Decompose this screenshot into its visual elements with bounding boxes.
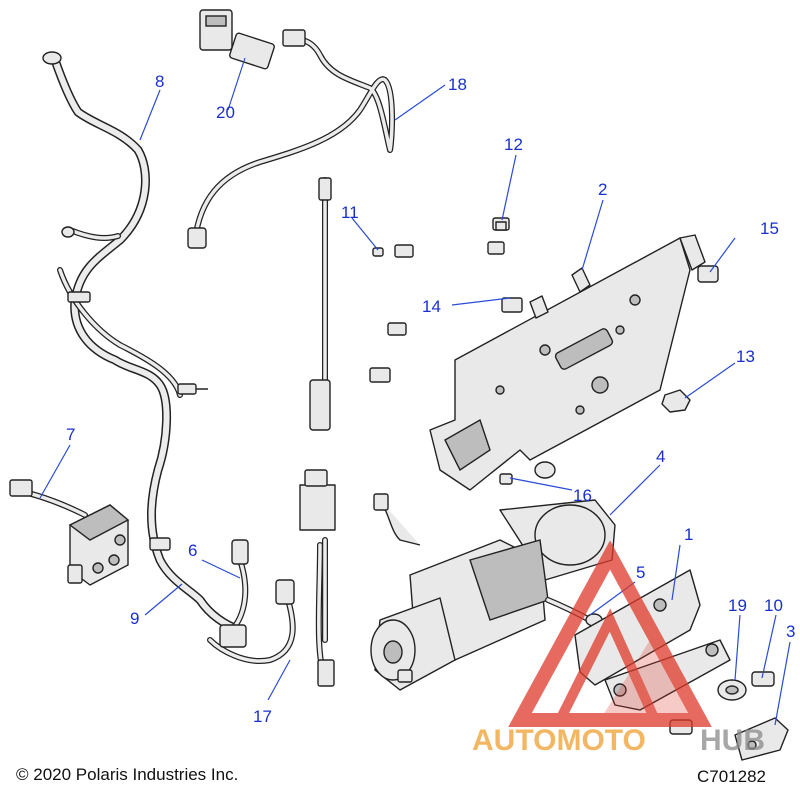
bolt-14b	[487, 241, 505, 255]
winch-4	[370, 493, 616, 691]
callout-3: 3	[786, 622, 795, 641]
callout-6: 6	[188, 541, 197, 560]
drawing-code: C701282	[697, 767, 766, 786]
clip-2b	[529, 295, 549, 319]
washer-19	[717, 679, 747, 701]
mounting-plate-2	[429, 234, 706, 491]
clip-2	[571, 267, 591, 293]
callout-20: 20	[216, 103, 235, 122]
callout-7: 7	[66, 425, 75, 444]
callout-18: 18	[448, 75, 467, 94]
vertical-harness-17	[207, 177, 336, 687]
harness-cable-8	[42, 51, 245, 635]
callout-2: 2	[598, 180, 607, 199]
contactor-7	[9, 479, 130, 586]
copyright-text: © 2020 Polaris Industries Inc.	[16, 765, 238, 784]
plate-3	[734, 717, 789, 761]
nut-13	[661, 389, 691, 413]
callout-19: 19	[728, 596, 747, 615]
bolt-14e	[369, 367, 391, 383]
hook-5	[545, 597, 603, 627]
bolt-14c	[501, 297, 523, 313]
bolt-14a	[394, 244, 414, 258]
callout-15: 15	[760, 219, 779, 238]
leader-lines	[39, 57, 791, 726]
callout-12: 12	[504, 135, 523, 154]
callout-11: 11	[341, 203, 359, 222]
callout-4: 4	[656, 447, 665, 466]
callout-8: 8	[155, 72, 164, 91]
callout-10: 10	[764, 596, 783, 615]
watermark-text-hub: HUB	[700, 724, 765, 757]
bolt-12	[492, 217, 510, 231]
callout-16: 16	[573, 486, 592, 505]
harness-cable-18	[187, 29, 396, 249]
callout-13: 13	[736, 347, 755, 366]
watermark-text-main: AUTOMOTO	[472, 724, 646, 757]
callout-1: 1	[684, 525, 693, 544]
callout-14: 14	[422, 297, 441, 316]
nut-16	[499, 461, 556, 485]
bolt-11	[372, 247, 384, 257]
bolt-15	[697, 265, 719, 283]
callout-17: 17	[253, 707, 272, 726]
connector-20	[199, 9, 275, 70]
callouts: 1 2 3 4 5 6 7 8 9 10 11 12 13 14 15 16 1…	[66, 72, 795, 726]
callout-5: 5	[636, 563, 645, 582]
callout-9: 9	[130, 609, 139, 628]
watermark-logo: AUTOMOTO HUB	[472, 540, 765, 757]
relay-cable-6	[219, 539, 249, 648]
bolt-14d	[387, 322, 407, 336]
